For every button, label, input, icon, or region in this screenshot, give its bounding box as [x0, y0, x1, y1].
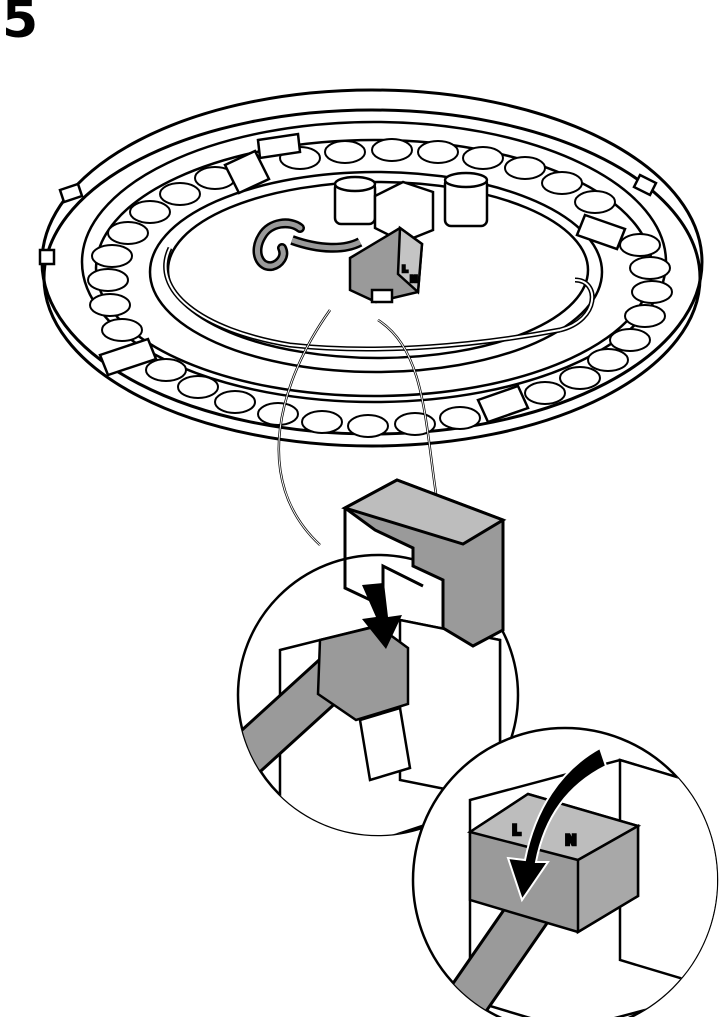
mounting-clips — [98, 132, 627, 424]
step-number: 5 — [2, 0, 39, 50]
connector-label-l: L — [512, 823, 521, 839]
small-connector-label-n: N — [410, 275, 418, 285]
led-ring — [87, 138, 673, 438]
connector-label-n: N — [565, 833, 577, 849]
small-connector-label-l: L — [402, 265, 408, 275]
curved-arrow-icon — [506, 746, 608, 903]
terminal-posts — [333, 171, 489, 244]
detail-view-close: L N — [411, 726, 719, 1017]
small-connector: L N — [348, 225, 424, 304]
detail-view-insert — [236, 553, 520, 837]
connector-lid — [341, 478, 507, 648]
